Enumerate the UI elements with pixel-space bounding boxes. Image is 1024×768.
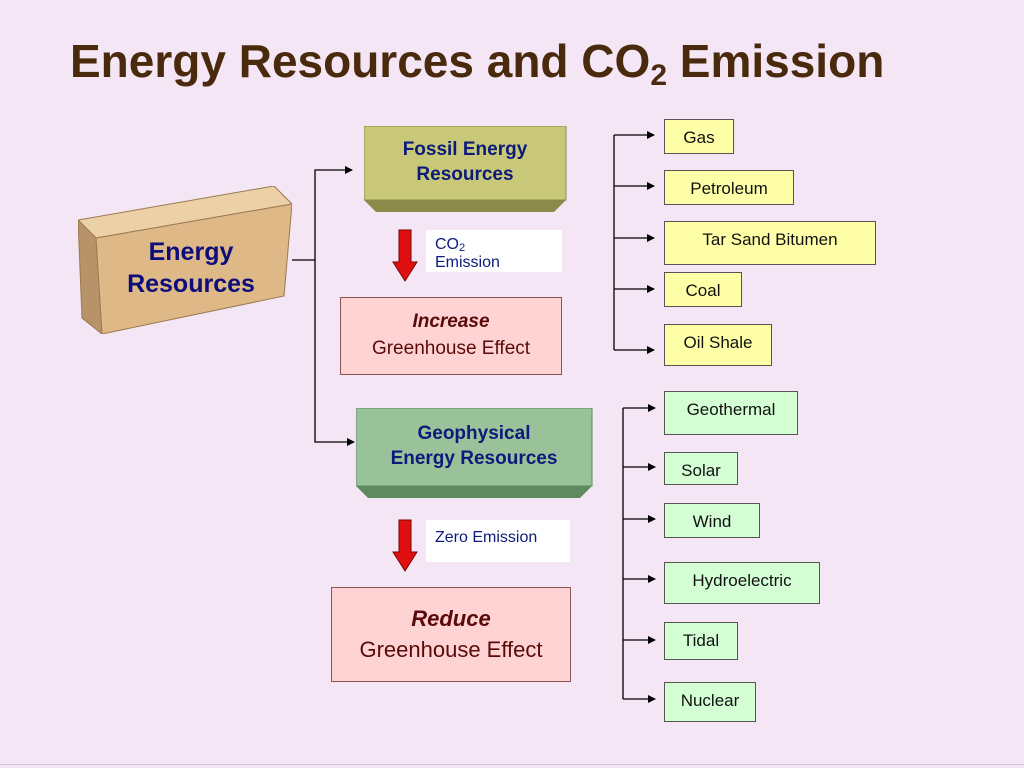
zero-emission-label: Zero Emission bbox=[426, 520, 570, 562]
increase-label: Increase bbox=[412, 311, 490, 333]
page-title: Energy Resources and CO2 Emission bbox=[70, 34, 885, 91]
geophysical-line2: Energy Resources bbox=[390, 448, 558, 469]
geo-item-tidal: Tidal bbox=[664, 622, 738, 660]
increase-effect-text: Greenhouse Effect bbox=[371, 338, 531, 359]
co2-text: CO bbox=[435, 236, 459, 253]
title-suffix: Emission bbox=[667, 35, 885, 87]
fossil-energy-block-shape bbox=[364, 126, 567, 212]
geo-item-geothermal: Geothermal bbox=[664, 391, 798, 435]
down-arrow-icon bbox=[392, 519, 418, 572]
title-main: Energy Resources and CO bbox=[70, 35, 651, 87]
fossil-item-tar-sand-bitumen: Tar Sand Bitumen bbox=[664, 221, 876, 265]
title-subscript: 2 bbox=[650, 59, 667, 92]
connector-root bbox=[292, 166, 353, 261]
energy-resources-label: Energy Resources bbox=[106, 218, 276, 318]
reduce-effect-text: Greenhouse Effect bbox=[359, 636, 543, 662]
fossil-item-coal: Coal bbox=[664, 272, 742, 307]
emission-text: Emission bbox=[435, 253, 500, 271]
fossil-energy-label: Fossil Energy Resources bbox=[364, 126, 566, 200]
reduce-label: Reduce bbox=[411, 605, 491, 631]
down-arrow-icon bbox=[392, 229, 418, 282]
geo-item-solar: Solar bbox=[664, 452, 738, 485]
energy-resources-block-shape bbox=[78, 186, 292, 334]
energy-resources-line2: Resources bbox=[127, 270, 255, 298]
co2-emission-label: CO2 Emission bbox=[426, 230, 562, 272]
fossil-energy-block: Fossil Energy Resources bbox=[364, 126, 568, 214]
increase-greenhouse-box: Increase Greenhouse Effect bbox=[340, 297, 562, 375]
geophysical-energy-block-shape bbox=[356, 408, 593, 498]
fossil-item-gas: Gas bbox=[664, 119, 734, 154]
energy-resources-line1: Energy bbox=[148, 238, 234, 266]
fossil-energy-line2: Resources bbox=[416, 164, 514, 185]
footer-divider bbox=[0, 764, 1024, 765]
reduce-greenhouse-box: Reduce Greenhouse Effect bbox=[331, 587, 571, 682]
fossil-item-oil-shale: Oil Shale bbox=[664, 324, 772, 366]
geo-item-hydroelectric: Hydroelectric bbox=[664, 562, 820, 604]
energy-resources-block: Energy Resources bbox=[78, 186, 292, 334]
geophysical-energy-block: Geophysical Energy Resources bbox=[356, 408, 594, 500]
geo-item-nuclear: Nuclear bbox=[664, 682, 756, 722]
geophysical-line1: Geophysical bbox=[417, 423, 531, 445]
fossil-energy-line1: Fossil Energy bbox=[402, 139, 528, 161]
connector-root-geo bbox=[314, 260, 355, 446]
geo-item-wind: Wind bbox=[664, 503, 760, 538]
fossil-item-petroleum: Petroleum bbox=[664, 170, 794, 205]
geophysical-energy-label: Geophysical Energy Resources bbox=[356, 408, 592, 486]
co2-subscript: 2 bbox=[459, 242, 466, 254]
